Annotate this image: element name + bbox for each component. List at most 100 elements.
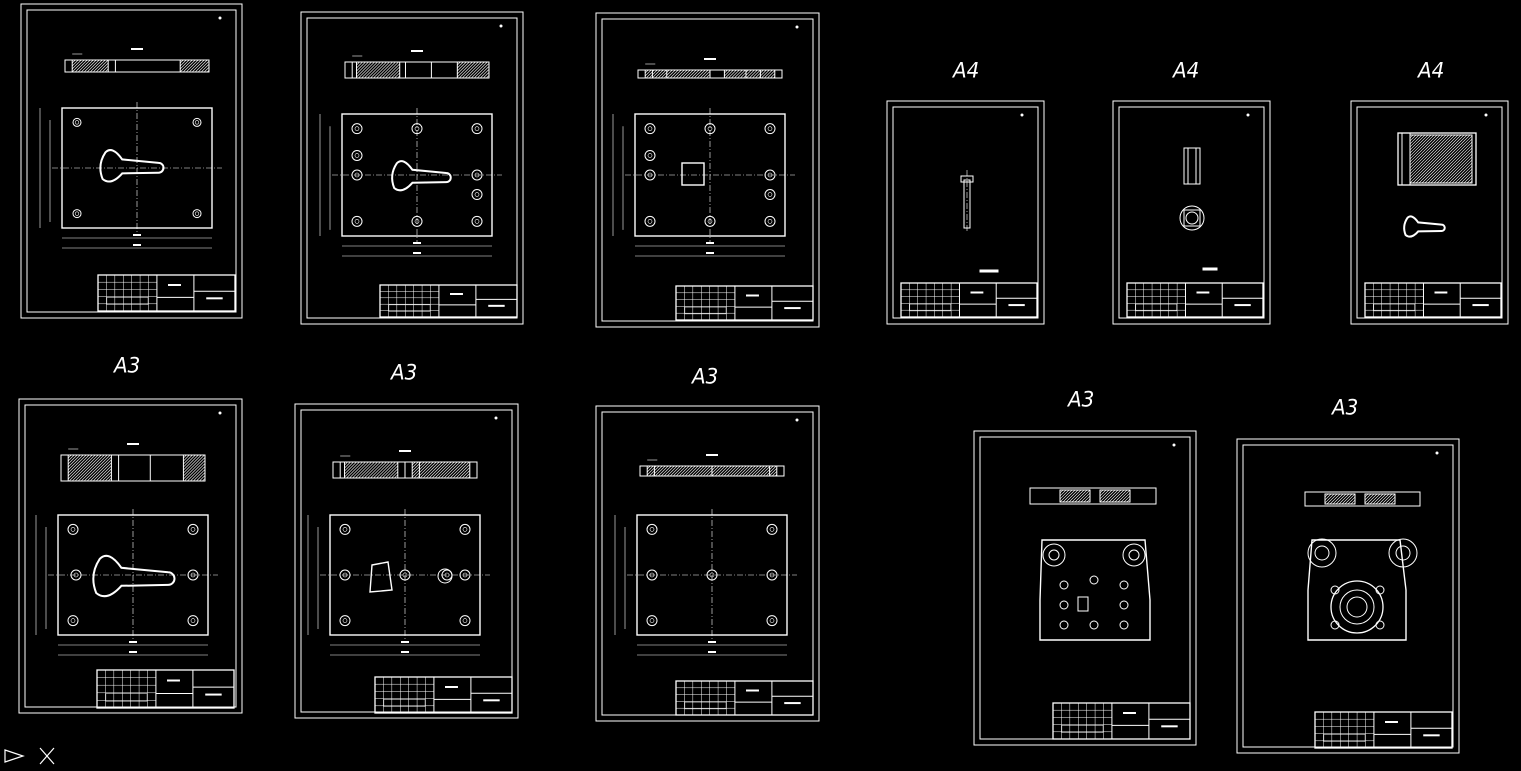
bolt-hole-inner bbox=[354, 172, 360, 178]
bolt-hole bbox=[706, 569, 718, 581]
hatch-line bbox=[1410, 135, 1417, 142]
hatch-line bbox=[412, 462, 419, 469]
view-title-mark bbox=[411, 50, 423, 52]
hatch-line bbox=[92, 462, 112, 481]
insert-pocket bbox=[681, 162, 705, 186]
sheet-format-label: A3 bbox=[692, 363, 719, 389]
bolt-hole-inner bbox=[190, 572, 196, 578]
hatch-line bbox=[449, 462, 467, 478]
hatch-line bbox=[1433, 144, 1472, 183]
hatch-line bbox=[724, 70, 728, 74]
hatch-lines bbox=[1100, 490, 1130, 502]
title-block bbox=[97, 274, 236, 312]
hatch-line bbox=[1100, 490, 1110, 500]
sheet-format-label: A4 bbox=[953, 57, 980, 83]
sprue-hole bbox=[437, 568, 453, 584]
hatch-border bbox=[1364, 493, 1396, 505]
sheet-format-label: A3 bbox=[1332, 394, 1359, 420]
hatch-line bbox=[724, 70, 731, 77]
sheet-s3 bbox=[595, 12, 820, 328]
hatch-line bbox=[1410, 135, 1435, 160]
bolt-hole-inner bbox=[474, 172, 480, 178]
lug-bore bbox=[1395, 545, 1411, 561]
hatch-line bbox=[110, 480, 112, 481]
bolt-hole bbox=[1089, 575, 1099, 585]
hatch-line bbox=[684, 466, 696, 476]
hatch-area bbox=[179, 59, 210, 73]
sheet-s10 bbox=[973, 430, 1197, 746]
hatch-line bbox=[1114, 490, 1128, 502]
title-block-material bbox=[1234, 304, 1251, 307]
bolt-hole bbox=[471, 123, 483, 135]
cavity-profile bbox=[369, 561, 393, 593]
housing-outline bbox=[1039, 539, 1151, 641]
bolt-hole-inner bbox=[190, 527, 196, 532]
hatch-line bbox=[1325, 494, 1326, 495]
title-block-text-mark bbox=[383, 699, 426, 707]
sheet-s5 bbox=[1112, 100, 1271, 325]
hatch-line bbox=[203, 66, 209, 72]
bolt-hole bbox=[704, 123, 716, 135]
hatch-line bbox=[1365, 494, 1366, 495]
hatch-line bbox=[183, 455, 199, 471]
title-block-part-name bbox=[746, 689, 759, 692]
bolt-hole bbox=[399, 569, 411, 581]
hatch-area bbox=[1409, 134, 1521, 184]
sheet-s9 bbox=[595, 405, 820, 722]
sheet-s2 bbox=[300, 11, 524, 325]
hatch-line bbox=[1515, 135, 1521, 183]
hatch-line bbox=[752, 70, 761, 78]
hatch-lines bbox=[412, 462, 470, 478]
hatch-line bbox=[344, 462, 357, 475]
hatch-line bbox=[205, 455, 231, 481]
bolt-hole bbox=[1375, 585, 1385, 595]
hatch-line bbox=[1410, 135, 1459, 183]
hatch-line bbox=[425, 462, 443, 478]
title-block-material bbox=[1008, 304, 1025, 307]
hatch-line bbox=[1120, 492, 1130, 502]
hatch-line bbox=[651, 70, 661, 78]
hatch-line bbox=[1485, 135, 1521, 183]
bolt-hole-inner bbox=[342, 618, 348, 623]
hatch-line bbox=[729, 466, 741, 476]
dim-text-mark bbox=[706, 242, 714, 244]
hatch-line bbox=[1325, 494, 1329, 498]
hatch-line bbox=[68, 455, 75, 462]
sheet-s11 bbox=[1236, 438, 1460, 754]
hatch-line bbox=[132, 455, 158, 481]
hatch-area bbox=[644, 69, 711, 79]
hatch-line bbox=[660, 466, 672, 476]
hatch-line bbox=[344, 462, 351, 469]
hatch-line bbox=[1126, 498, 1130, 502]
hatch-line bbox=[183, 455, 187, 459]
sheet-outer-border bbox=[20, 3, 243, 319]
hatch-line bbox=[416, 62, 432, 78]
hatch-line bbox=[379, 462, 396, 478]
title-block bbox=[1314, 711, 1453, 749]
hatch-line bbox=[370, 62, 387, 78]
hatch-line bbox=[749, 70, 758, 78]
hatch-line bbox=[468, 62, 485, 78]
hatch-line bbox=[361, 462, 378, 478]
bolt-hole bbox=[766, 615, 778, 627]
hatch-line bbox=[1350, 499, 1355, 504]
hatch-line bbox=[68, 455, 96, 481]
hatch-lines bbox=[1060, 490, 1090, 502]
sheet-outer-border bbox=[1112, 100, 1271, 325]
hatch-line bbox=[367, 462, 384, 478]
hatch-line bbox=[129, 455, 155, 481]
hatch-line bbox=[645, 70, 652, 77]
hatch-line bbox=[1325, 494, 1335, 504]
hatch-line bbox=[666, 466, 678, 476]
bolt-hole bbox=[351, 215, 363, 227]
hatch-line bbox=[1065, 490, 1079, 502]
title-block bbox=[900, 282, 1038, 318]
hatch-line bbox=[1410, 135, 1411, 136]
hatch-line bbox=[1415, 135, 1465, 183]
bolt-hole-inner bbox=[342, 527, 348, 532]
hatch-line bbox=[1500, 135, 1521, 183]
hatch-line bbox=[663, 466, 675, 476]
bolt-hole bbox=[764, 215, 776, 227]
bolt-hole bbox=[67, 523, 79, 535]
